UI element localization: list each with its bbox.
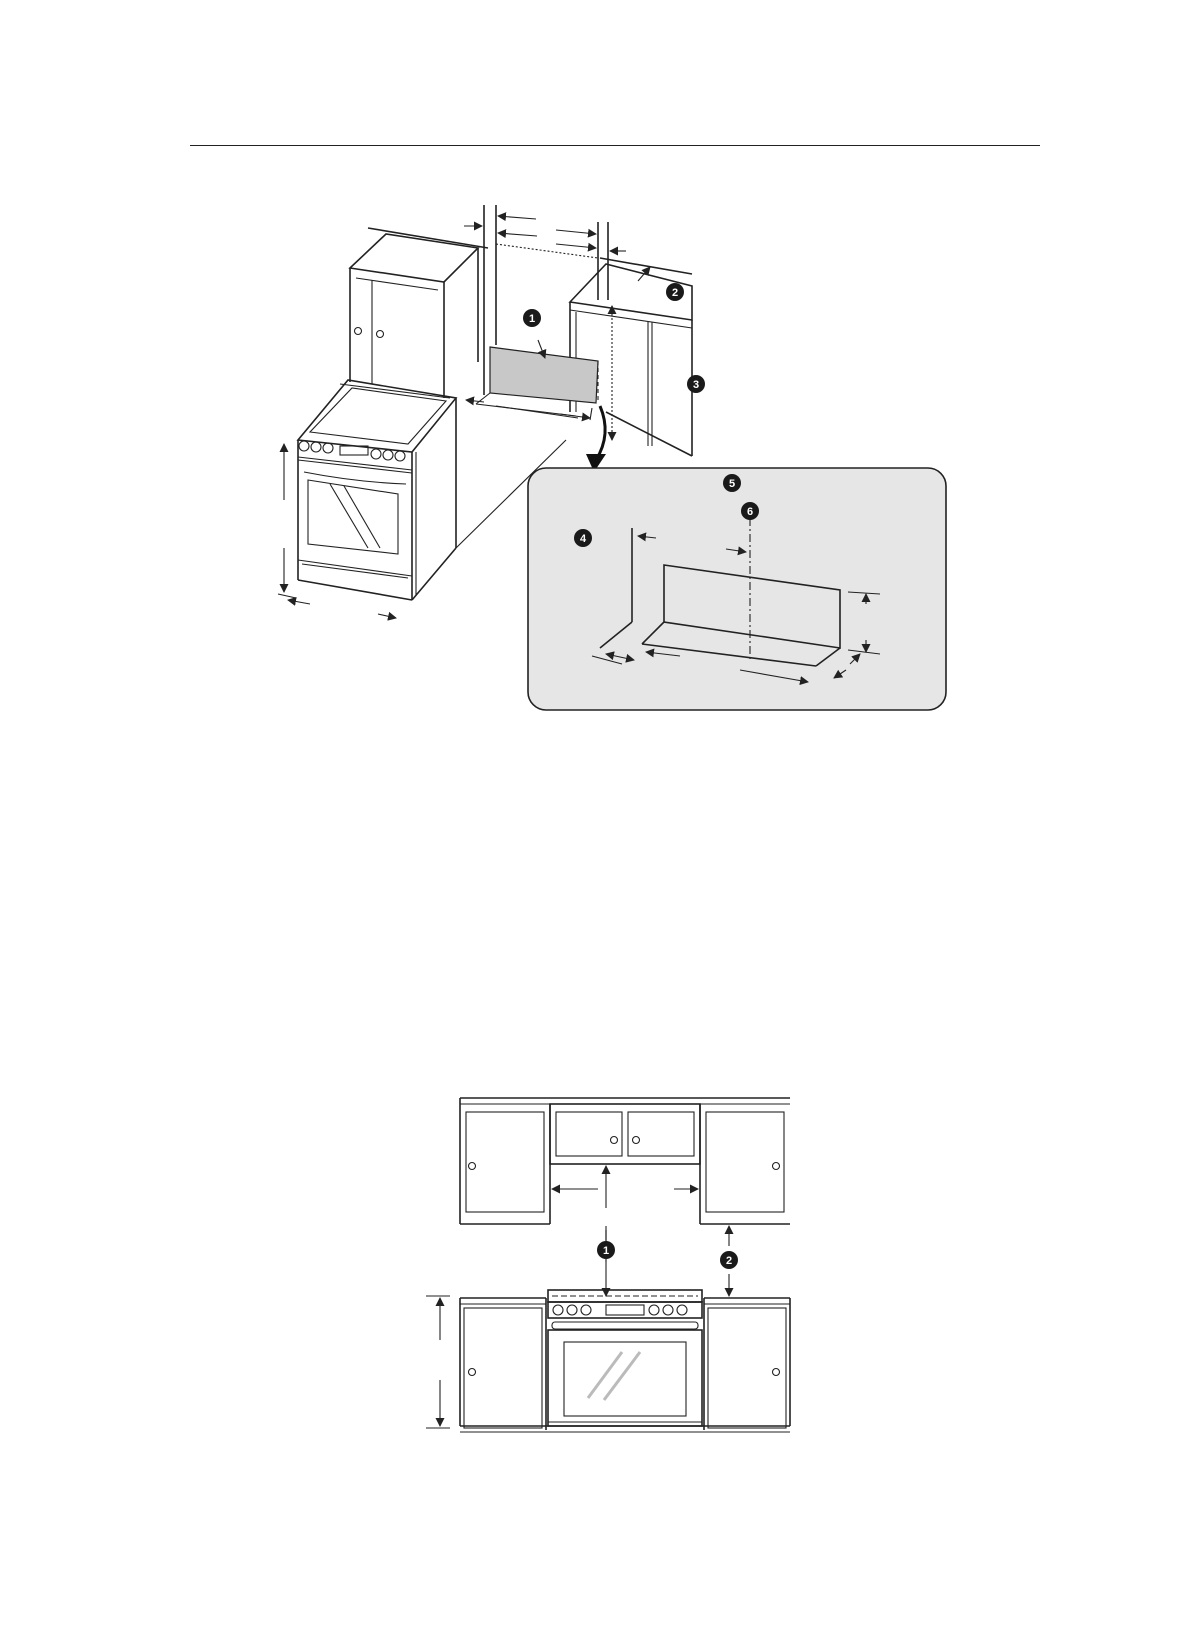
range-dimension-arrows [278,444,396,618]
range-isometric [298,380,566,600]
installation-isometric-diagram: 1 2 3 4 5 6 [0,0,1202,740]
front-callout-2: 2 [720,1251,738,1269]
backsplash-panel [466,340,598,420]
upper-cabinets [460,1098,790,1224]
callout-2: 2 [666,283,684,301]
front-callout-1: 1 [597,1241,615,1259]
callout-1: 1 [523,309,541,327]
backsplash-detail-inset [528,468,946,710]
height-dimension [426,1296,450,1428]
installation-front-diagram: 1 2 [0,1090,1202,1510]
range-front [548,1290,702,1426]
callout-3-text: 3 [693,379,699,391]
callout-1-text: 1 [529,313,535,325]
callout-4: 4 [574,529,592,547]
callout-5: 5 [723,474,741,492]
callout-5-text: 5 [729,478,735,490]
callout-3: 3 [687,375,705,393]
front-callout-1-text: 1 [603,1245,609,1257]
front-callout-2-text: 2 [726,1255,732,1267]
top-dimension-arrows [464,216,650,281]
callout-2-text: 2 [672,287,678,299]
callout-4-text: 4 [580,533,587,545]
left-upper-cabinet [350,234,478,398]
callout-6-text: 6 [747,506,753,518]
callout-6: 6 [741,502,759,520]
